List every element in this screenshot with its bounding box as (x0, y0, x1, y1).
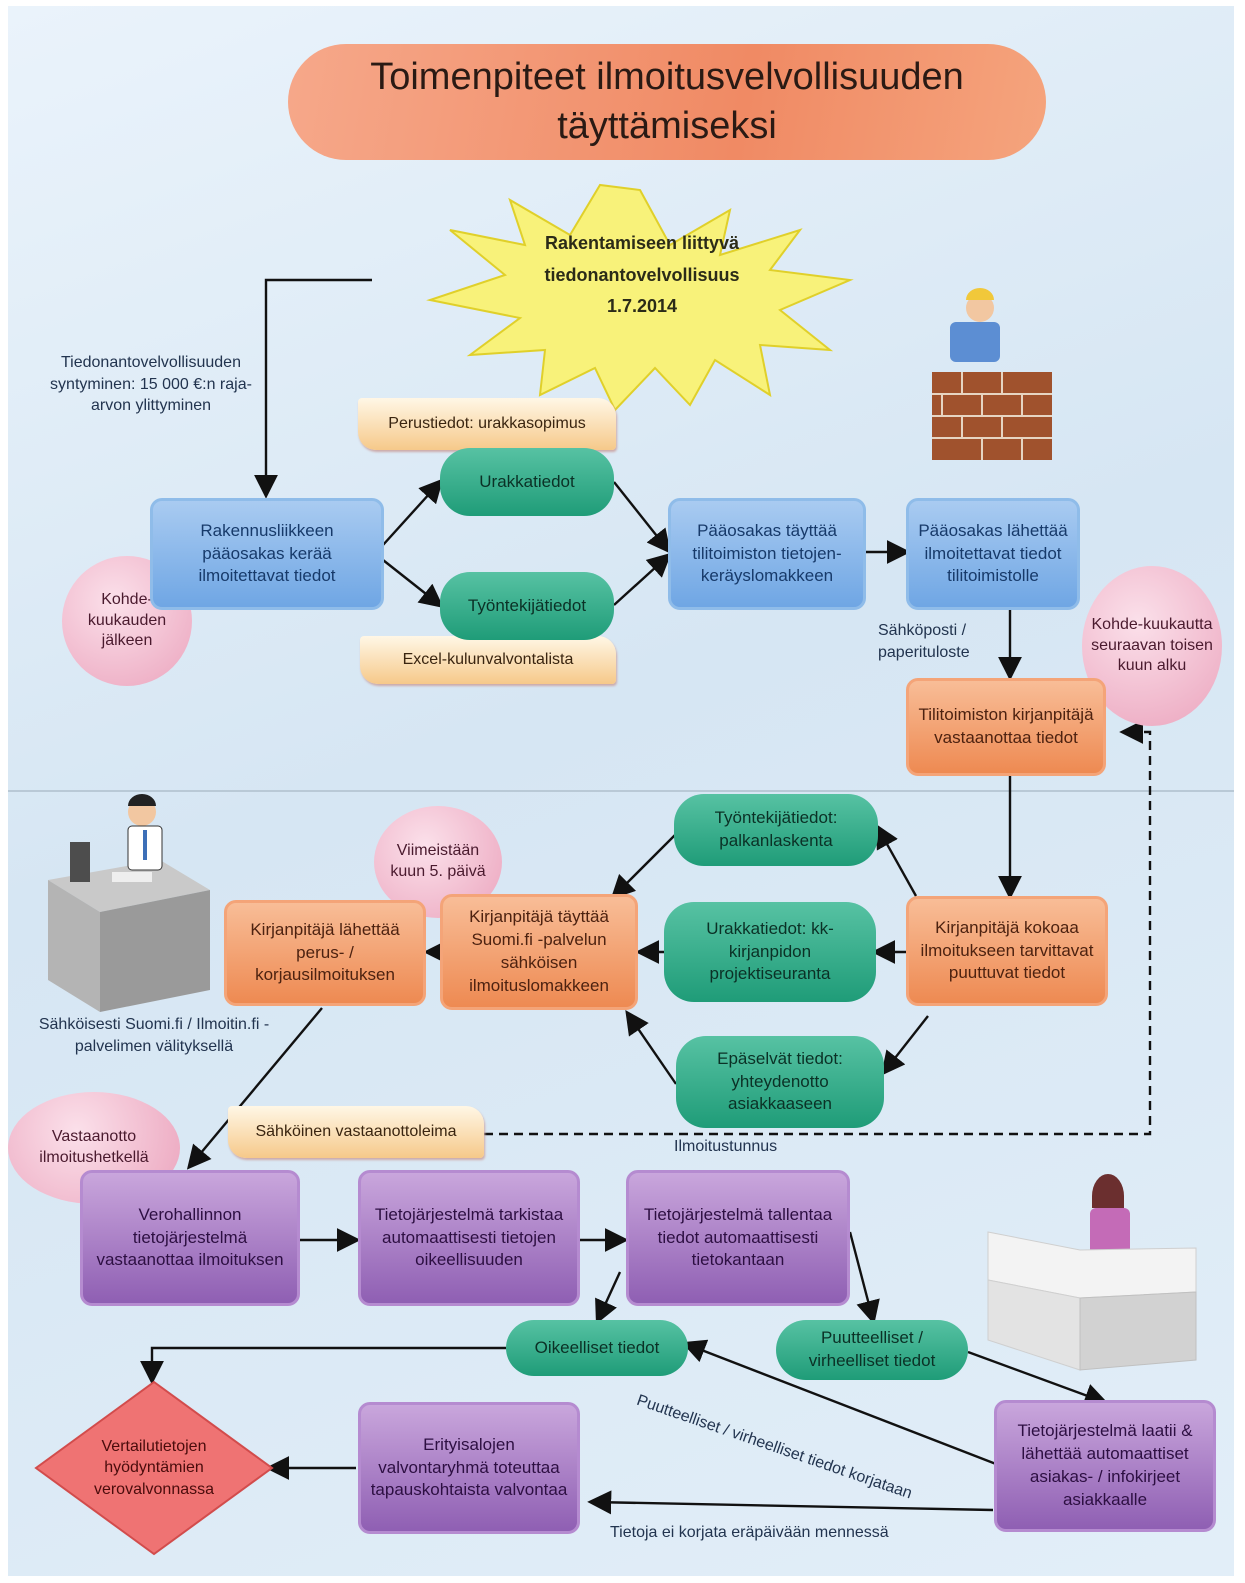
burst-line: Rakentamiseen liittyvä (544, 233, 740, 253)
box-fills-suomi: Kirjanpitäjä täyttää Suomi.fi -palvelun … (440, 894, 638, 1010)
burst-title: Rakentamiseen liittyvä tiedonantovelvoll… (492, 228, 792, 323)
basic-info-scroll: Perustiedot: urakkasopimus (358, 398, 616, 450)
box-faulty-info: Puutteelliset / virheelliset tiedot (776, 1320, 968, 1380)
box-collects: Rakennusliikkeen pääosakas kerää ilmoite… (150, 498, 384, 610)
burst-line: tiedonantovelvollisuus (544, 264, 740, 285)
comparison-diamond (34, 1380, 274, 1556)
builder-brick-wall-icon (932, 288, 1052, 460)
receptionist-desk-icon (987, 1174, 1197, 1371)
box-correct-info: Oikeelliset tiedot (506, 1320, 688, 1376)
page-title: Toimenpiteet ilmoitusvelvollisuuden täyt… (288, 44, 1046, 160)
box-contract-accounting: Urakkatiedot: kk-kirjanpidon projektiseu… (664, 902, 876, 1002)
id-label: Ilmoitustunnus (674, 1138, 778, 1155)
box-checks: Tietojärjestelmä tarkistaa automaattises… (358, 1170, 580, 1306)
email-label: Sähköposti / paperituloste (878, 622, 970, 661)
not-corrected-label: Tietoja ei korjata eräpäivään mennessä (610, 1524, 889, 1541)
box-sends-report: Kirjanpitäjä lähettää perus- / korjausil… (224, 900, 426, 1006)
excel-scroll: Excel-kulunvalvontalista (360, 636, 616, 684)
box-letters: Tietojärjestelmä laatii & lähettää autom… (994, 1400, 1216, 1532)
box-receives: Tilitoimiston kirjanpitäjä vastaanottaa … (906, 678, 1106, 776)
box-compiles: Kirjanpitäjä kokoaa ilmoitukseen tarvitt… (906, 896, 1108, 1006)
box-employee-pay: Työntekijätiedot: palkanlaskenta (674, 794, 878, 866)
box-contract-info: Urakkatiedot (440, 448, 614, 516)
section-divider (8, 790, 1234, 792)
box-sends-info: Pääosakas lähettää ilmoitettavat tiedot … (906, 498, 1080, 610)
box-employee-info: Työntekijätiedot (440, 572, 614, 640)
stamp-scroll: Sähköinen vastaanottoleima (228, 1106, 484, 1158)
box-unclear-info: Epäselvät tiedot: yhteydenotto asiakkaas… (676, 1036, 884, 1128)
obligation-label: Tiedonantovelvollisuuden syntyminen: 15 … (50, 354, 252, 415)
box-saves: Tietojärjestelmä tallentaa tiedot automa… (626, 1170, 850, 1306)
box-fills-form: Pääosakas täyttää tilitoimiston tietojen… (668, 498, 866, 610)
burst-date: 1.7.2014 (606, 296, 678, 316)
electronic-label: Sähköisesti Suomi.fi / Ilmoitin.fi -palv… (38, 1016, 270, 1055)
comparison-text: Vertailutietojen hyödyntämien verovalvon… (93, 1437, 215, 1498)
box-special-control: Erityisalojen valvontaryhmä toteuttaa ta… (358, 1402, 580, 1534)
box-tax-receives: Verohallinnon tietojärjestelmä vastaanot… (80, 1170, 300, 1306)
burst-shape (426, 183, 854, 412)
office-worker-computer-icon (48, 794, 210, 1012)
